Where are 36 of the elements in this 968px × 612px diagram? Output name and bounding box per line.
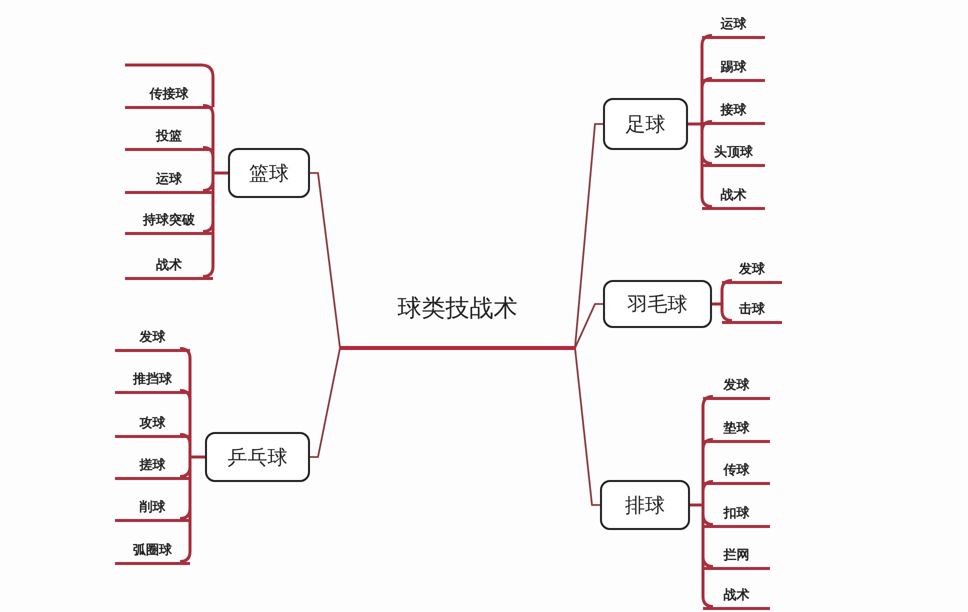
connector-line	[310, 172, 341, 348]
subtopic-label: 攻球	[115, 406, 190, 438]
topic-box: 篮球	[228, 148, 310, 198]
topic-box: 排球	[600, 480, 690, 530]
topic-box: 羽毛球	[603, 280, 712, 328]
subtopic-label: 削球	[115, 490, 190, 522]
subtopic-label: 发球	[703, 368, 770, 400]
topic-box: 乒乓球	[205, 432, 310, 482]
subtopic-label: 战术	[703, 578, 770, 610]
subtopic-label: 战术	[702, 178, 765, 210]
connector-line	[310, 348, 341, 458]
subtopic-label: 扣球	[703, 496, 770, 528]
central-topic: 球类技战术	[340, 288, 575, 350]
connector-line	[712, 302, 732, 322]
subtopic-label: 踢球	[702, 50, 765, 82]
subtopic-label: 推挡球	[115, 362, 190, 394]
connector-line	[574, 303, 603, 348]
subtopic-label: 发球	[722, 252, 782, 284]
subtopic-label: 头顶球	[702, 135, 765, 166]
subtopic-label: 运球	[125, 162, 213, 194]
subtopic-label: 投篮	[125, 119, 213, 150]
subtopic-label: 弧圈球	[115, 533, 190, 564]
connector-line	[574, 348, 600, 506]
subtopic-label: 接球	[702, 93, 765, 124]
topic-box: 足球	[603, 98, 688, 150]
subtopic-label: 垫球	[703, 411, 770, 442]
subtopic-label: 运球	[702, 7, 765, 38]
subtopic-label: 传接球	[125, 77, 213, 108]
subtopic-label: 发球	[115, 320, 190, 352]
subtopic-label: 战术	[125, 248, 213, 280]
subtopic-label: 持球突破	[125, 203, 213, 234]
subtopic-label: 拦网	[703, 538, 770, 570]
connector-line	[574, 123, 603, 348]
subtopic-label: 传球	[703, 453, 770, 484]
subtopic-label: 搓球	[115, 448, 190, 480]
subtopic-label: 击球	[722, 292, 782, 324]
